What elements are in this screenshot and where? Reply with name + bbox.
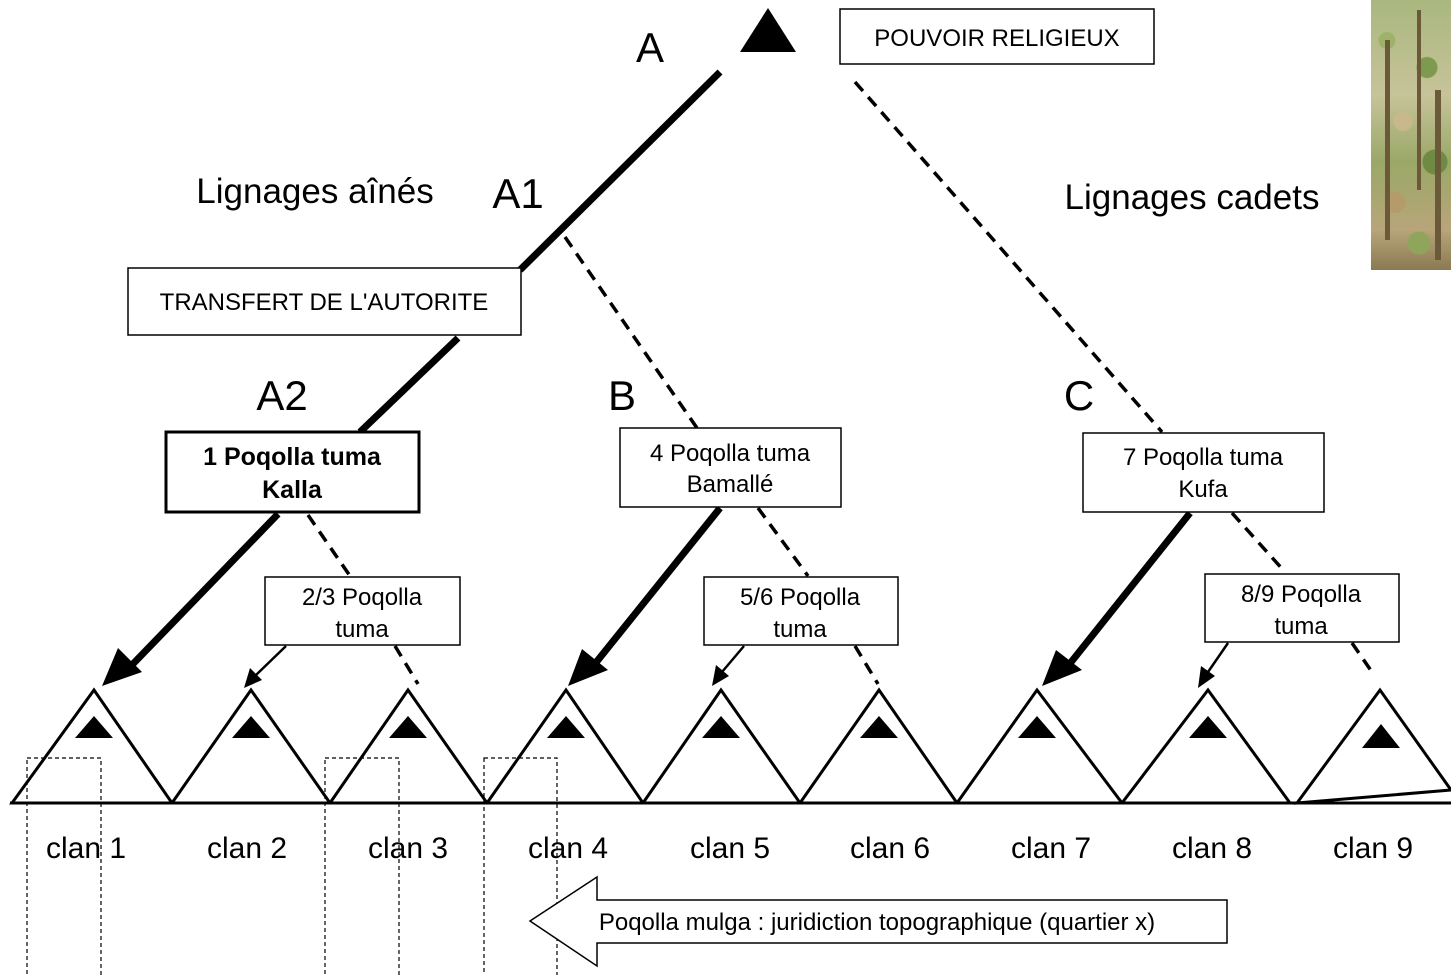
lineage-line-a1-a2	[357, 335, 461, 435]
clan-6-triangle	[797, 687, 960, 805]
arrowhead-clan5	[712, 665, 729, 686]
kalla-label-line2: Kalla	[262, 476, 323, 504]
clan-inner-markers	[75, 716, 1400, 748]
clan-7-triangle	[954, 687, 1126, 805]
clan-7-inner-triangle	[1018, 716, 1056, 738]
p89-label-line1: 8/9 Poqolla	[1241, 581, 1362, 608]
label-a: A	[636, 24, 664, 71]
arrowhead-clan2	[244, 668, 262, 688]
kufa-label-line1: 7 Poqolla tuma	[1123, 444, 1284, 471]
lignages-cadets-label: Lignages cadets	[1065, 178, 1320, 217]
label-c: C	[1064, 372, 1094, 419]
arrowhead-clan7	[1042, 650, 1082, 686]
dash-kufa-p89	[1230, 511, 1287, 574]
clan-2-triangle	[169, 687, 333, 805]
territory-box-clan1	[26, 757, 102, 975]
p56-label-line1: 5/6 Poqolla	[740, 584, 861, 611]
arrow-kalla-clan1	[127, 511, 281, 670]
clan-label: clan 2	[207, 832, 287, 865]
dash-p56-clan6	[853, 645, 880, 685]
mulga-label: Poqolla mulga : juridiction topographiqu…	[599, 909, 1155, 936]
p56-label-line2: tuma	[773, 616, 827, 643]
lineage-line-a-c	[853, 80, 1164, 434]
clan-8-inner-triangle	[1189, 716, 1227, 738]
religious-power-triangle	[740, 8, 796, 52]
dash-p23-clan3	[393, 645, 420, 685]
pouvoir-religieux-label: POUVOIR RELIGIEUX	[874, 25, 1119, 52]
transfert-autorite-label: TRANSFERT DE L'AUTORITE	[160, 289, 489, 316]
arrowhead-clan4	[568, 649, 608, 686]
clan-triangles	[9, 687, 1451, 805]
arrowhead-clan1	[102, 648, 142, 686]
lignages-aines-label: Lignages aînés	[196, 172, 433, 211]
pouvoir-religieux-box	[839, 8, 1155, 65]
clan-5-inner-triangle	[702, 716, 740, 738]
arrow-kufa-clan7	[1065, 510, 1193, 669]
clan-9-inner-triangle	[1362, 724, 1400, 748]
p23-box	[264, 576, 461, 646]
bamalle-label-line1: 4 Poqolla tuma	[650, 440, 811, 467]
dash-kalla-p23	[306, 514, 352, 577]
clan-label: clan 6	[850, 832, 930, 865]
p89-box	[1204, 573, 1400, 643]
transfert-autorite-box	[127, 267, 522, 336]
clan-1-inner-triangle	[75, 716, 113, 738]
p89-label-line2: tuma	[1274, 613, 1328, 640]
clan-3-inner-triangle	[389, 716, 427, 738]
forest-photo-thumbnail	[1371, 0, 1451, 270]
p56-box	[703, 576, 899, 646]
kalla-box	[164, 430, 421, 514]
clan-5-triangle	[640, 687, 803, 805]
kalla-label-line1: 1 Poqolla tuma	[203, 443, 382, 471]
clan-6-inner-triangle	[860, 716, 898, 738]
kufa-label-line2: Kufa	[1178, 476, 1228, 503]
dash-bamalle-p56	[756, 506, 810, 578]
clan-label: clan 1	[46, 832, 126, 865]
clan-label: clan 3	[368, 832, 448, 865]
clan-1-triangle	[9, 687, 175, 805]
arrowhead-clan8	[1198, 666, 1215, 688]
lineage-line-a-a1	[517, 69, 723, 273]
dash-p89-clan9	[1350, 642, 1374, 673]
clan-label: clan 8	[1172, 832, 1252, 865]
clan-3-triangle	[327, 687, 490, 805]
arrow-p23-clan2	[255, 645, 287, 676]
territory-box-clan4	[483, 757, 558, 975]
kufa-box	[1082, 432, 1325, 513]
clan-2-inner-triangle	[232, 716, 270, 738]
bamalle-box	[619, 427, 842, 508]
mulga-arrow-box	[528, 875, 1228, 968]
p23-label-line2: tuma	[335, 616, 389, 643]
label-b: B	[608, 372, 636, 419]
label-a2: A2	[256, 372, 307, 419]
clan-4-triangle	[484, 687, 646, 805]
p23-label-line1: 2/3 Poqolla	[302, 584, 423, 611]
clan-4-inner-triangle	[547, 716, 585, 738]
clan-8-triangle	[1118, 687, 1293, 805]
arrow-p89-clan8	[1206, 642, 1230, 673]
bamalle-label-line2: Bamallé	[687, 471, 774, 498]
label-a1: A1	[492, 170, 543, 217]
clan-label: clan 9	[1333, 832, 1413, 865]
arrow-bamalle-clan4	[591, 505, 723, 668]
clan-label: clan 7	[1011, 832, 1091, 865]
arrow-p56-clan5	[721, 645, 745, 673]
clan-label: clan 5	[690, 832, 770, 865]
territory-box-clan3	[324, 757, 400, 975]
clan-label: clan 4	[528, 832, 608, 865]
